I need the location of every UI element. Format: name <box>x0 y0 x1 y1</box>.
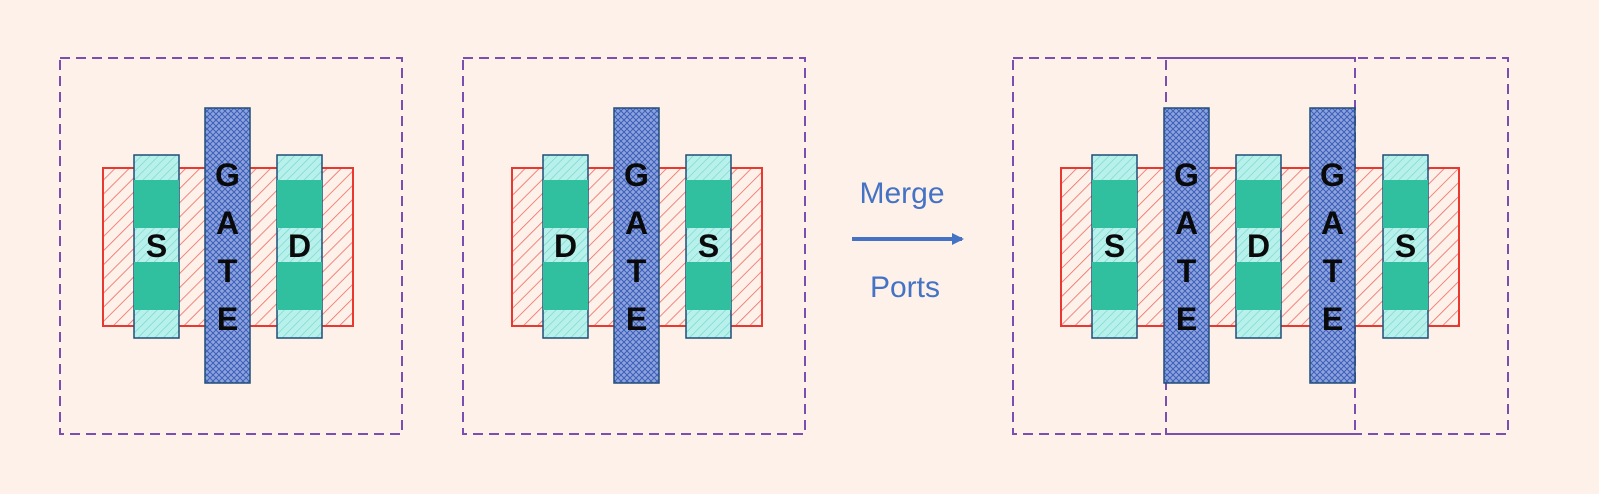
terminal-label: D <box>554 228 577 264</box>
middle-transistor: D G A T E S <box>462 57 806 435</box>
source-contact: S <box>133 154 180 339</box>
terminal-label: S <box>1395 228 1416 264</box>
terminal-label: S <box>698 228 719 264</box>
gate: G A T E <box>1163 107 1210 384</box>
source-contact: S <box>685 154 732 339</box>
gate: G A T E <box>204 107 251 384</box>
gate-letter: G <box>624 157 649 193</box>
gate-letter: A <box>1175 205 1198 241</box>
drain-contact: D <box>276 154 323 339</box>
gate-letter: A <box>216 205 239 241</box>
drain-contact: D <box>542 154 589 339</box>
gate-letter: E <box>1176 301 1197 337</box>
gate-letter: T <box>218 253 238 289</box>
cell-boundary <box>59 57 403 435</box>
gate-letter: E <box>217 301 238 337</box>
arrow-top-label: Merge <box>859 177 944 210</box>
gate-letter: G <box>1320 157 1345 193</box>
gate-letter: E <box>1322 301 1343 337</box>
gate: G A T E <box>1309 107 1356 384</box>
source-contact: S <box>1382 154 1429 339</box>
terminal-label: D <box>288 228 311 264</box>
cell-boundary <box>462 57 806 435</box>
gate-letter: A <box>625 205 648 241</box>
source-contact: S <box>1091 154 1138 339</box>
terminal-label: S <box>1104 228 1125 264</box>
left-transistor: S G A T E D <box>59 57 403 435</box>
terminal-label: D <box>1247 228 1270 264</box>
terminal-label: S <box>146 228 167 264</box>
gate-letter: G <box>1174 157 1199 193</box>
merge-arrow: Merge Ports <box>852 177 964 304</box>
gate-letter: A <box>1321 205 1344 241</box>
gate-letter: G <box>215 157 240 193</box>
merged-transistors: S G A T E D G A T E S <box>1012 57 1509 435</box>
gate-letter: T <box>627 253 647 289</box>
arrow-bottom-label: Ports <box>870 271 940 304</box>
gate: G A T E <box>613 107 660 384</box>
gate-letter: T <box>1177 253 1197 289</box>
gate-letter: T <box>1323 253 1343 289</box>
gate-letter: E <box>626 301 647 337</box>
drain-contact: D <box>1235 154 1282 339</box>
